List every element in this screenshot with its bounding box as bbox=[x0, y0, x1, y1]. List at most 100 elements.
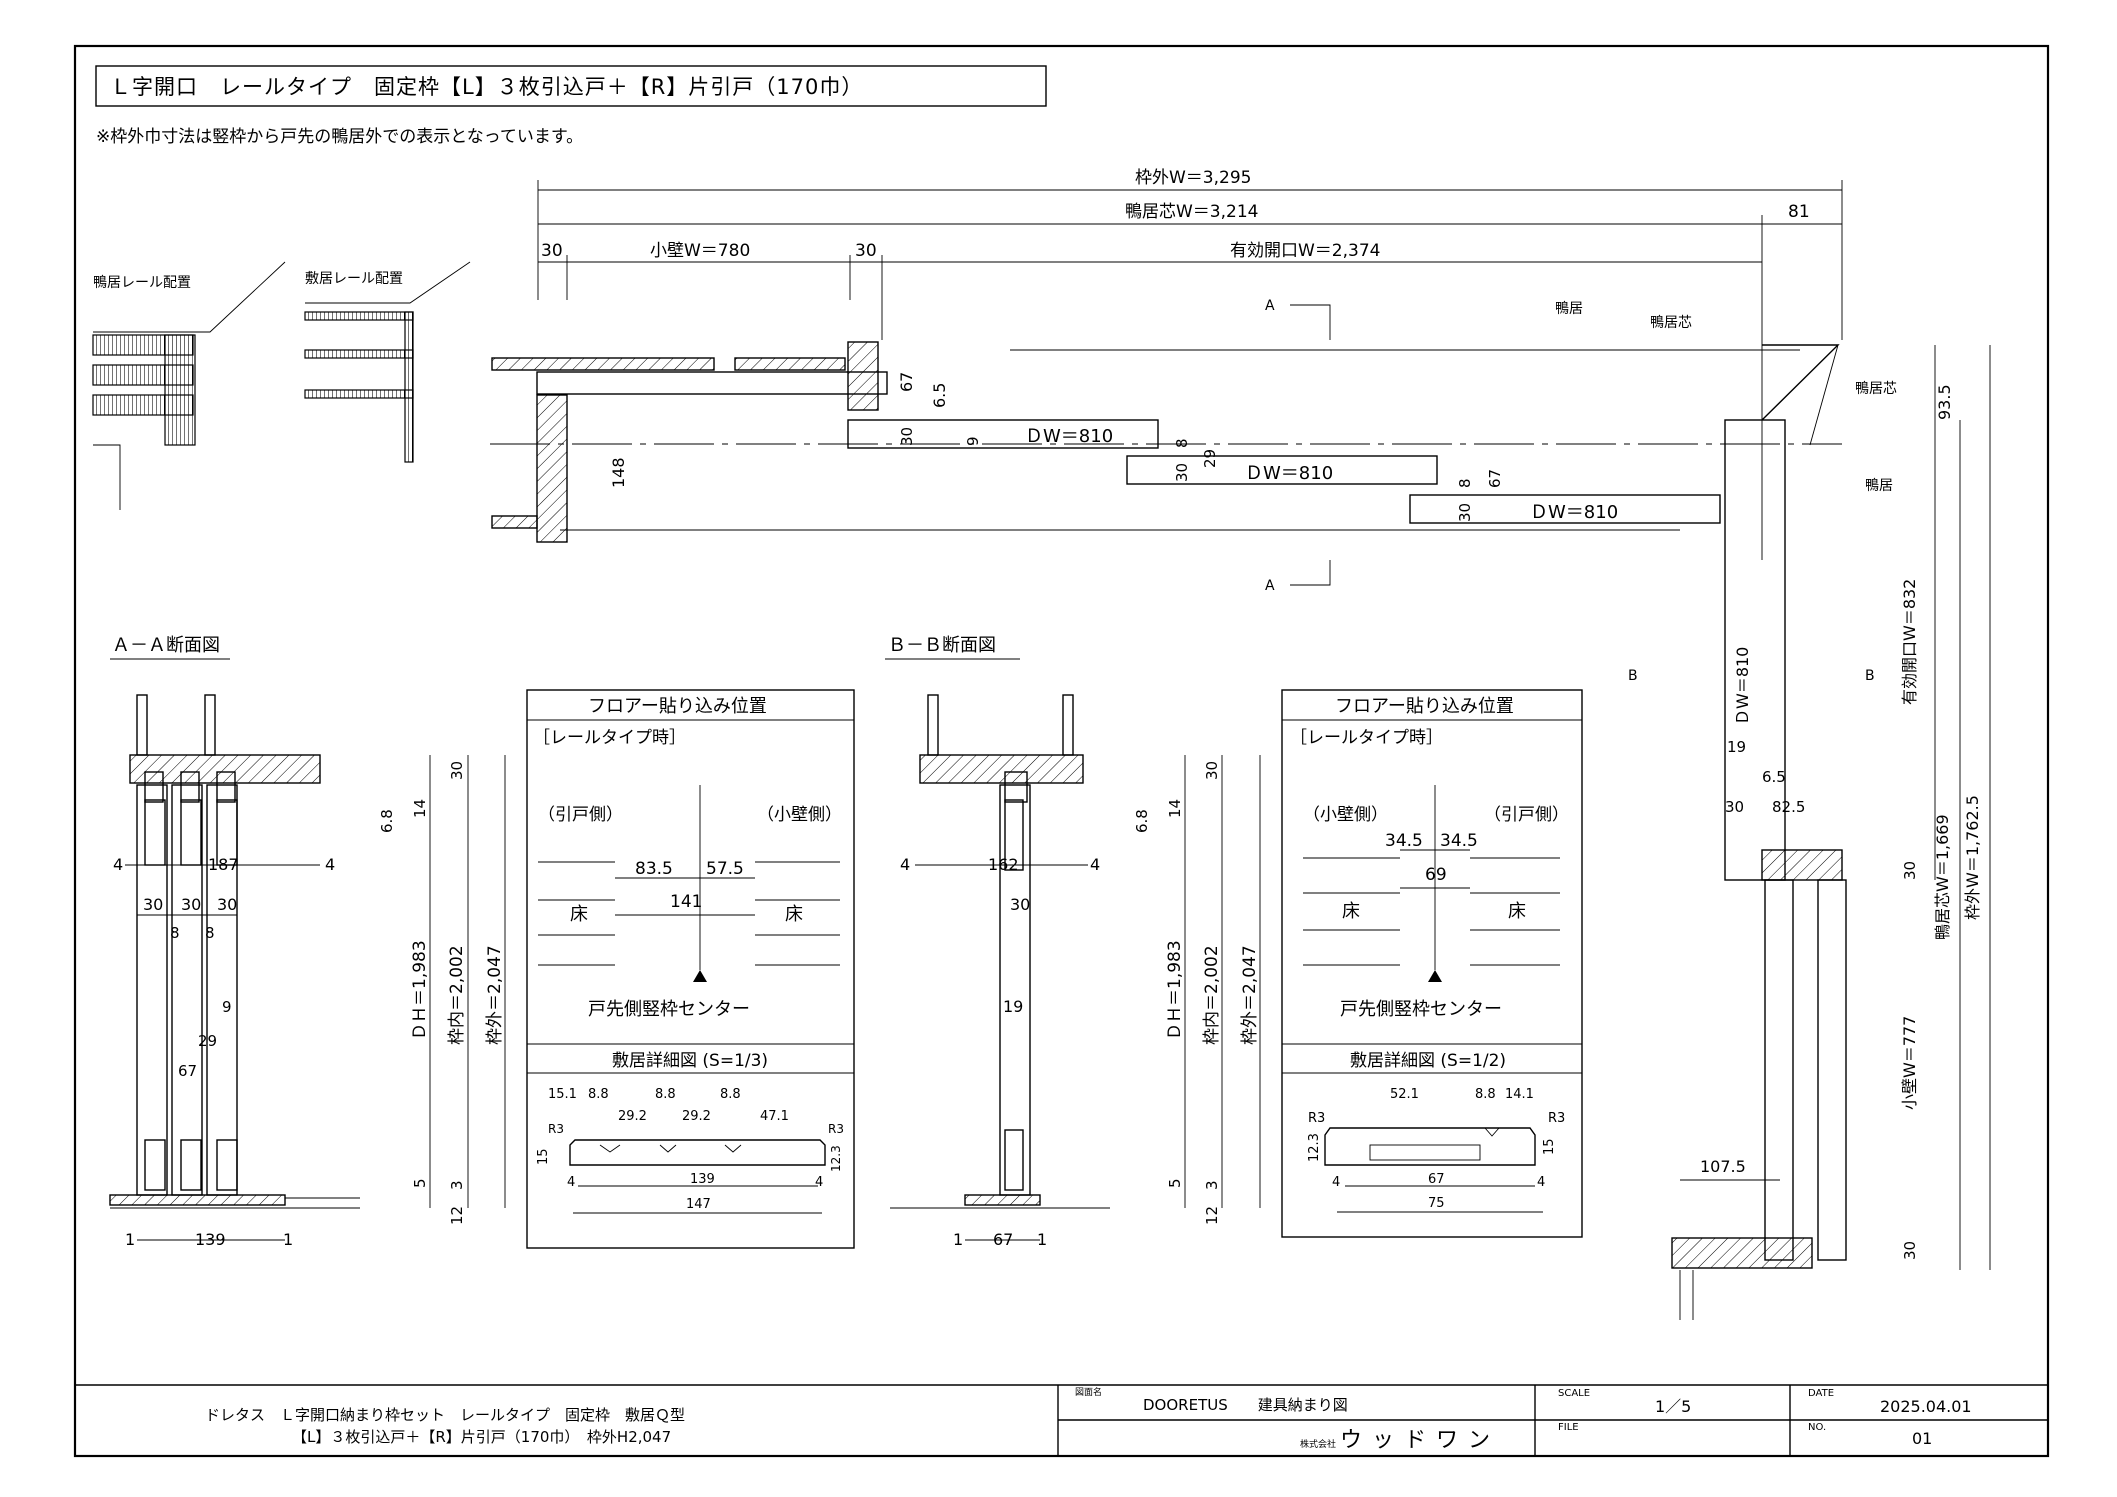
aa-frame-outer: 枠外＝2,047 bbox=[485, 945, 505, 1045]
aa-dim-30-1: 30 bbox=[143, 895, 163, 914]
bb-dim-67: 67 bbox=[993, 1230, 1013, 1249]
fr-d-4l: 4 bbox=[1332, 1175, 1340, 1190]
plan-label-kamoi-center-2: 鴨居芯 bbox=[1855, 381, 1897, 397]
plan-label-kamoi-center-1: 鴨居芯 bbox=[1650, 315, 1692, 331]
plan-frame-outer-w: 枠外W＝3,295 bbox=[1135, 168, 1251, 188]
plan-label-kamoi-1: 鴨居 bbox=[1555, 301, 1583, 317]
fl-title: フロアー貼り込み位置 bbox=[588, 696, 767, 717]
aa-dh: ＤＨ＝1,983 bbox=[410, 940, 430, 1040]
footer-scale: 1／5 bbox=[1655, 1397, 1691, 1416]
fr-subtitle: ［レールタイプ時］ bbox=[1290, 728, 1443, 748]
section-bb: Ｂ－Ｂ断面図 4 162 4 30 19 1 67 1 30 6.8 14 ＤＨ… bbox=[885, 635, 1261, 1249]
plan-label-kamoi-2: 鴨居 bbox=[1865, 478, 1893, 494]
plan-dim-6-5: 6.5 bbox=[930, 383, 949, 408]
plan-dim-19: 19 bbox=[1727, 738, 1746, 756]
plan-head-center-w: 鴨居芯W＝3,214 bbox=[1125, 202, 1258, 222]
section-marker-a-top: A bbox=[1265, 298, 1275, 314]
plan-dim-8b: 8 bbox=[1456, 478, 1474, 488]
floor-panel-right: フロアー貼り込み位置 ［レールタイプ時］ （小壁側） （引戸側） 34.5 34… bbox=[1281, 689, 1583, 1238]
aa-dim-3: 3 bbox=[448, 1180, 466, 1190]
plan-dim-93-5: 93.5 bbox=[1935, 384, 1954, 420]
rail-layout: 鴨居レール配置 敷居レール配置 bbox=[92, 261, 471, 510]
footer-no-label: NO. bbox=[1808, 1422, 1826, 1433]
plan-view: 枠外W＝3,295 鴨居芯W＝3,214 81 30 小壁W＝780 30 有効… bbox=[490, 168, 1991, 1320]
aa-dim-8-1: 8 bbox=[170, 924, 180, 942]
plan-dim-30-mid: 30 bbox=[855, 241, 877, 261]
fl-d-4r: 4 bbox=[815, 1175, 823, 1190]
aa-dim-14: 14 bbox=[411, 799, 429, 818]
fr-r3r: R3 bbox=[1548, 1111, 1565, 1126]
plan-dim-148: 148 bbox=[609, 457, 628, 488]
plan-dim-9: 9 bbox=[964, 436, 982, 446]
fl-dim-57-5: 57.5 bbox=[706, 859, 744, 879]
fl-d-8-8c: 8.8 bbox=[720, 1087, 741, 1102]
plan-dim-30f: 30 bbox=[1901, 1241, 1919, 1260]
bb-dim-3: 3 bbox=[1203, 1180, 1221, 1190]
aa-dim-9: 9 bbox=[222, 998, 232, 1016]
fl-floor-r: 床 bbox=[785, 904, 803, 925]
fr-d-4r: 4 bbox=[1537, 1175, 1545, 1190]
plan-right-small-wall: 小壁W＝777 bbox=[1900, 1016, 1919, 1110]
sheet-border bbox=[73, 44, 2050, 1458]
fl-r3r: R3 bbox=[828, 1122, 844, 1136]
bb-dim-14: 14 bbox=[1166, 799, 1184, 818]
section-aa: Ａ－Ａ断面図 4 187 4 30 30 30 8 8 9 29 67 1 bbox=[109, 635, 506, 1249]
head-rail-label: 鴨居レール配置 bbox=[93, 275, 191, 291]
title-block: ドレタス Ｌ字開口納まり枠セット レールタイプ 固定枠 敷居Ｑ型 【L】３枚引込… bbox=[75, 1384, 2048, 1456]
plan-right-head-center: 鴨居芯W＝1,669 bbox=[1933, 814, 1952, 940]
fl-dim-141: 141 bbox=[670, 892, 702, 912]
fr-r3l: R3 bbox=[1308, 1111, 1325, 1126]
plan-door-2: ＤW＝810 bbox=[1245, 463, 1333, 484]
footer-company-prefix: 株式会社 bbox=[1300, 1438, 1336, 1450]
footer-no: 01 bbox=[1912, 1429, 1932, 1448]
plan-dim-67: 67 bbox=[897, 372, 916, 392]
fl-d-12-3: 12.3 bbox=[829, 1145, 843, 1172]
fl-r3l: R3 bbox=[548, 1122, 564, 1136]
fl-right-side: （小壁側） bbox=[757, 805, 842, 825]
fr-floor-l: 床 bbox=[1342, 901, 1360, 922]
plan-right-effective: 有効開口W＝832 bbox=[1900, 579, 1919, 705]
aa-dim-67: 67 bbox=[178, 1062, 197, 1080]
footer-company: ウッドワン bbox=[1340, 1428, 1500, 1453]
fr-d-67: 67 bbox=[1428, 1172, 1445, 1187]
bb-dim-12: 12 bbox=[1203, 1206, 1221, 1225]
plan-dim-30b: 30 bbox=[1173, 463, 1191, 482]
bb-dim-4l: 4 bbox=[900, 855, 910, 874]
bb-dim-6-8: 6.8 bbox=[1133, 809, 1151, 833]
fr-d-15: 15 bbox=[1542, 1138, 1557, 1155]
aa-dim-12: 12 bbox=[448, 1206, 466, 1225]
plan-right-dw: ＤW＝810 bbox=[1733, 647, 1752, 725]
section-marker-a-bottom: A bbox=[1265, 578, 1275, 594]
aa-dim-8-2: 8 bbox=[205, 924, 215, 942]
fl-d-29-2b: 29.2 bbox=[682, 1109, 711, 1124]
footer-drawing-name-label: 図面名 bbox=[1075, 1386, 1102, 1398]
plan-small-wall-w: 小壁W＝780 bbox=[650, 241, 750, 261]
aa-dim-5: 5 bbox=[411, 1178, 429, 1188]
fr-sill-title: 敷居詳細図 (S=1/2) bbox=[1350, 1051, 1506, 1071]
aa-dim-30-2: 30 bbox=[181, 895, 201, 914]
aa-dim-139: 139 bbox=[195, 1230, 226, 1249]
sill-rail-label: 敷居レール配置 bbox=[305, 271, 403, 287]
footer-date-label: DATE bbox=[1808, 1388, 1834, 1399]
fr-dim-34-5b: 34.5 bbox=[1440, 831, 1478, 851]
footer-drawing-name: DOORETUS 建具納まり図 bbox=[1143, 1396, 1348, 1414]
plan-effective-opening-w: 有効開口W＝2,374 bbox=[1230, 241, 1380, 261]
fl-left-side: （引戸側） bbox=[538, 805, 623, 825]
fr-right-side: （引戸側） bbox=[1484, 805, 1569, 825]
footer-date: 2025.04.01 bbox=[1880, 1397, 1972, 1416]
bb-dim-30-top: 30 bbox=[1203, 761, 1221, 780]
section-marker-b-left: B bbox=[1628, 668, 1638, 684]
plan-dim-6-5b: 6.5 bbox=[1762, 768, 1786, 786]
plan-dim-107-5: 107.5 bbox=[1700, 1157, 1746, 1176]
bb-dim-1l: 1 bbox=[953, 1230, 963, 1249]
bb-dim-162: 162 bbox=[988, 855, 1019, 874]
fr-d-52-1: 52.1 bbox=[1390, 1087, 1419, 1102]
aa-dim-6-8: 6.8 bbox=[378, 809, 396, 833]
footer-file-label: FILE bbox=[1558, 1422, 1579, 1433]
plan-dim-81: 81 bbox=[1788, 202, 1810, 222]
bb-dim-1r: 1 bbox=[1037, 1230, 1047, 1249]
plan-dim-30c: 30 bbox=[1456, 503, 1474, 522]
aa-dim-4r: 4 bbox=[325, 855, 335, 874]
bb-frame-outer: 枠外＝2,047 bbox=[1240, 945, 1260, 1045]
